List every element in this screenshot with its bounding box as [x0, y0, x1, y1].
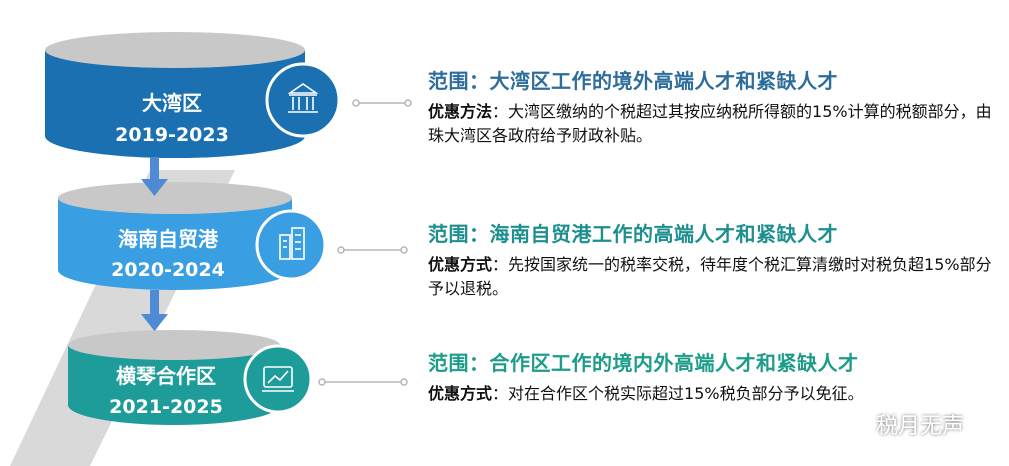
tier-1-cylinder: 大湾区 2019-2023 — [45, 32, 305, 158]
tier-3-name: 横琴合作区 — [116, 364, 216, 388]
tier-2-method-label: 优惠方式 — [428, 255, 493, 274]
trend-chart-icon — [262, 366, 294, 392]
tier-1-method-sep: ： — [492, 102, 509, 121]
tier-2-method-text: 先按国家统一的税率交税，待年度个税汇算清缴时对税负超15%部分予以退税。 — [428, 255, 992, 298]
tier-3-method: 优惠方式：对在合作区个税实际超过15%税负部分予以免征。 — [428, 382, 1003, 406]
tier-3-body — [68, 345, 280, 425]
connector-3 — [318, 378, 408, 386]
tier-3-icon-circle — [243, 344, 313, 414]
tier-1-icon-circle — [265, 62, 341, 138]
wechat-icon — [840, 412, 869, 435]
tier-1-method-label: 优惠方法 — [428, 102, 493, 121]
tier-2-top — [58, 182, 292, 214]
tier-1-title: 范围：大湾区工作的境外高端人才和紧缺人才 — [428, 69, 838, 93]
tier-3-title: 范围：合作区工作的境内外高端人才和紧缺人才 — [428, 351, 859, 375]
arrow-down-icon — [141, 157, 168, 196]
watermark: 税月无声 — [840, 404, 964, 444]
tier-3-top — [68, 330, 280, 360]
tier-1-method: 优惠方法：大湾区缴纳的个税超过其按应纳税所得额的15%计算的税额部分，由珠大湾区… — [428, 100, 1003, 148]
tier-1-name: 大湾区 — [142, 91, 202, 115]
tier-1-body — [45, 50, 305, 158]
tier-1-top — [45, 32, 305, 68]
office-buildings-icon — [279, 227, 305, 260]
connector-2 — [337, 246, 408, 254]
tier-3-method-text: 对在合作区个税实际超过15%税负部分予以免征。 — [508, 384, 864, 403]
tier-1-description: 范围：大湾区工作的境外高端人才和紧缺人才 优惠方法：大湾区缴纳的个税超过其按应纳… — [428, 68, 1003, 148]
tier-2-method: 优惠方式：先按国家统一的税率交税，待年度个税汇算清缴时对税负超15%部分予以退税… — [428, 253, 1003, 301]
tier-2-title: 范围：海南自贸港工作的高端人才和紧缺人才 — [428, 222, 838, 246]
tier-3-description: 范围：合作区工作的境内外高端人才和紧缺人才 优惠方式：对在合作区个税实际超过15… — [428, 350, 1003, 406]
arrow-down-icon — [141, 290, 168, 331]
connector-1 — [352, 99, 412, 107]
tier-2-body — [58, 198, 292, 290]
tier-3-years: 2021-2025 — [109, 396, 223, 418]
tier-2-description: 范围：海南自贸港工作的高端人才和紧缺人才 优惠方式：先按国家统一的税率交税，待年… — [428, 221, 1003, 301]
tier-3-method-label: 优惠方式 — [428, 384, 493, 403]
tier-3-method-sep: ： — [492, 384, 509, 403]
watermark-text: 税月无声 — [876, 414, 965, 439]
tier-2-cylinder: 海南自贸港 2020-2024 — [58, 182, 292, 290]
tier-3-cylinder: 横琴合作区 2021-2025 — [68, 330, 280, 425]
government-building-icon — [287, 83, 319, 113]
tier-2-icon-circle — [255, 209, 327, 281]
tier-2-name: 海南自贸港 — [118, 227, 219, 251]
tier-1-years: 2019-2023 — [115, 124, 229, 146]
tier-1-method-text: 大湾区缴纳的个税超过其按应纳税所得额的15%计算的税额部分，由珠大湾区各政府给予… — [428, 102, 992, 145]
tier-2-years: 2020-2024 — [111, 259, 225, 281]
tier-2-method-sep: ： — [492, 255, 509, 274]
